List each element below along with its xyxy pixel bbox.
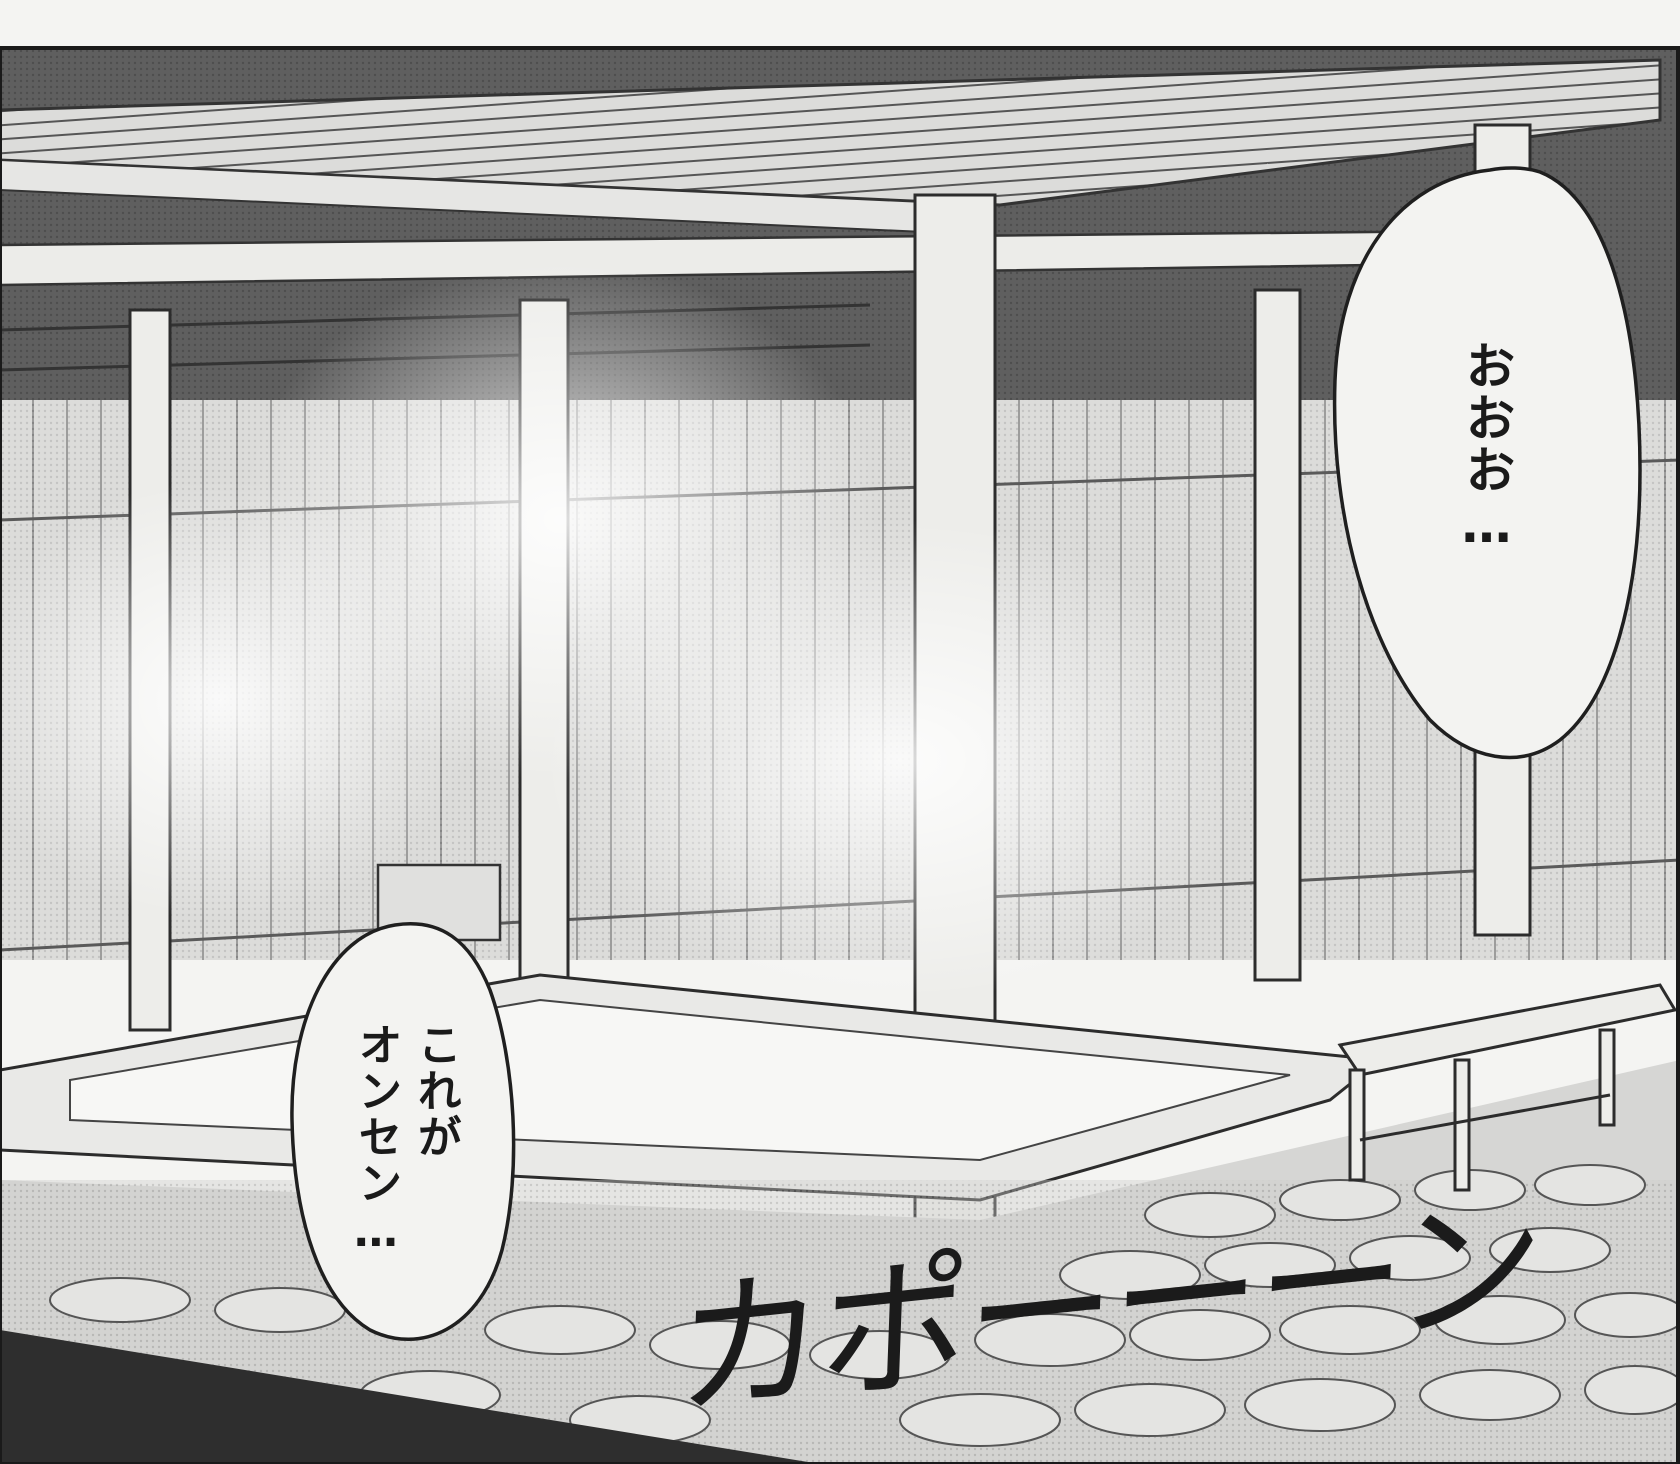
- speech-bubble-1-text: おおお…: [1457, 340, 1516, 556]
- wooden-bench: [1337, 983, 1678, 1192]
- speech-bubble-2: [290, 922, 516, 1341]
- stone-floor: [0, 1060, 1680, 1464]
- steam: [0, 260, 1260, 1000]
- panel-shadow: [0, 1330, 820, 1464]
- speech-bubble-1: [1332, 166, 1642, 760]
- speech-bubble-2-text: これが オンセン…: [350, 1022, 461, 1259]
